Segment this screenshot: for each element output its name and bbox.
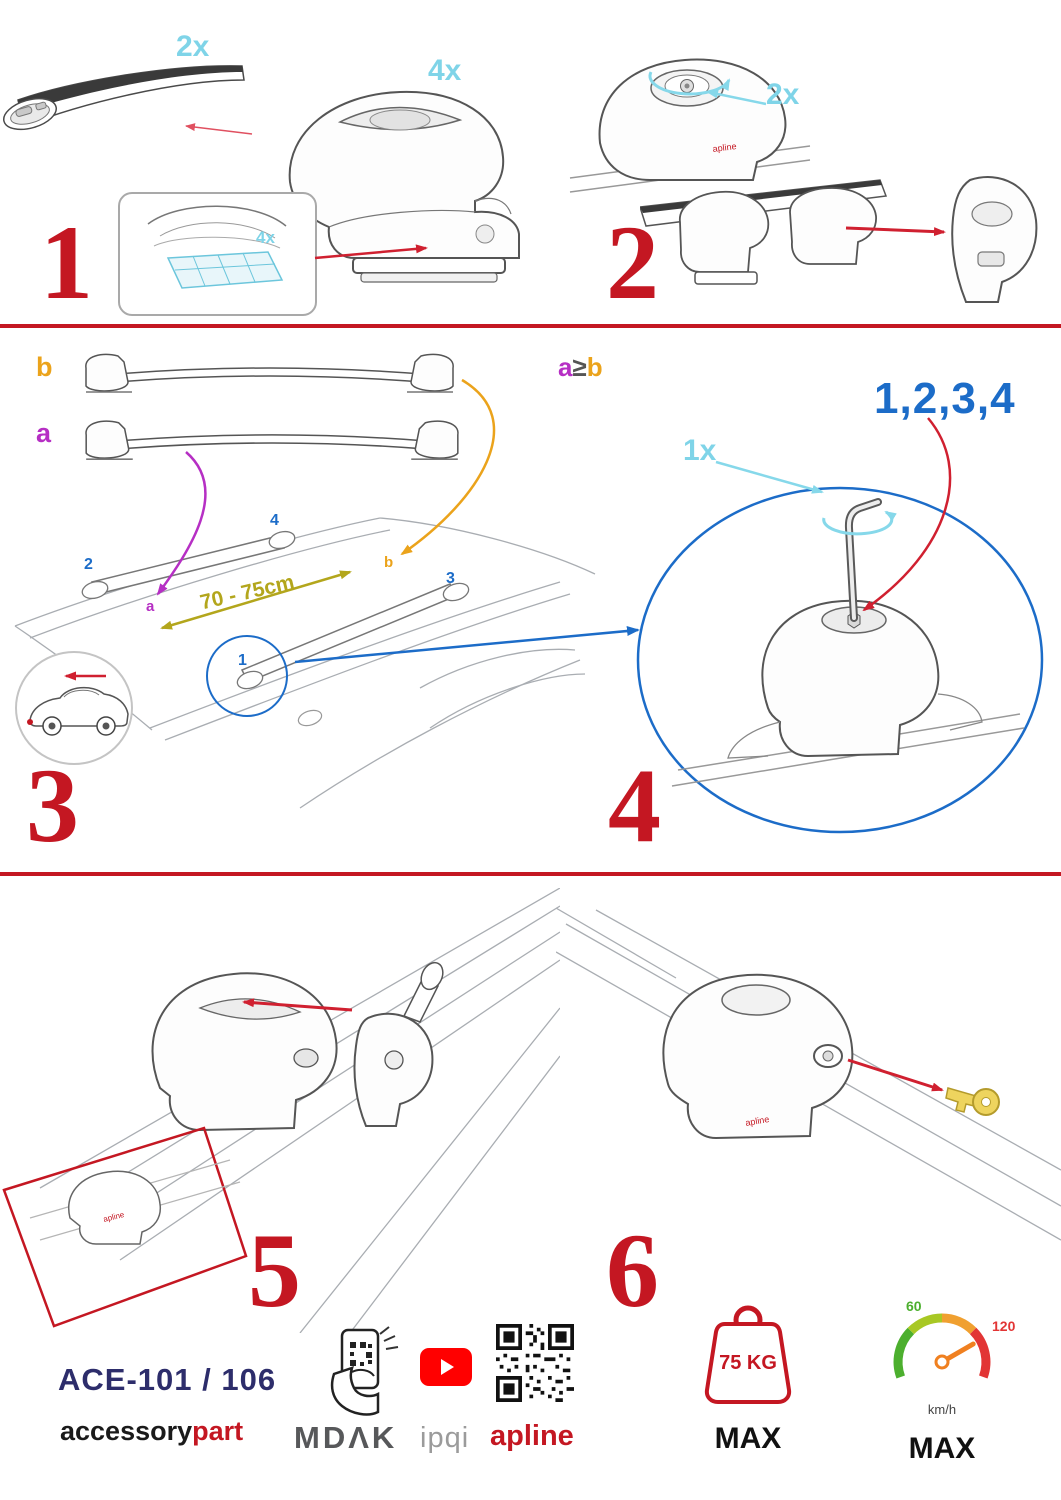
bar-b-label: b <box>36 352 53 382</box>
step-2-number: 2 <box>606 204 659 321</box>
roof-position-2: 2 <box>84 556 93 573</box>
max-weight-label: MAX <box>714 1422 782 1455</box>
pad-qty-label: 4x <box>256 228 275 247</box>
compare-a: a <box>558 352 573 382</box>
foot-clamp-illustration <box>288 90 520 283</box>
apline-logo: apline <box>490 1420 574 1452</box>
scan-phone-icon <box>330 1326 399 1416</box>
roof-position-1: 1 <box>238 652 247 669</box>
compare-label: a≥b <box>558 352 603 383</box>
foot-qty-label: 4x <box>428 54 462 87</box>
max-weight-icon <box>704 1305 792 1404</box>
roof-bar-b-label: b <box>384 554 394 571</box>
compare-gte: ≥ <box>572 352 587 382</box>
step-3-number: 3 <box>26 747 79 864</box>
section-divider-1 <box>0 324 1061 328</box>
speed-high-label: 120 <box>992 1318 1016 1334</box>
brand-label-foot: apline <box>712 141 737 154</box>
bar-a-label: a <box>36 418 52 448</box>
rubber-pad-illustration <box>147 205 287 289</box>
speedometer-icon <box>893 1313 991 1379</box>
crossbar-b-illustration <box>85 353 454 393</box>
speed-unit-label: km/h <box>927 1402 957 1417</box>
crossbar-qty-label: 2x <box>176 30 210 63</box>
model-number: ACE-101 / 106 <box>58 1362 277 1397</box>
row1-arrows <box>185 89 946 260</box>
step-4-number: 4 <box>608 747 661 864</box>
step-6-number: 6 <box>606 1212 659 1329</box>
endcap-insert-illustration <box>640 176 1038 303</box>
brand-label-foot-2: apline <box>745 1114 770 1128</box>
crossbar-end-illustration <box>3 65 245 131</box>
youtube-icon <box>420 1348 472 1386</box>
roof-bar-a-label: a <box>146 598 155 615</box>
car-roof-plan-illustration <box>14 517 596 809</box>
knob-qty-label: 2x <box>766 78 800 111</box>
roof-position-3: 3 <box>446 570 455 587</box>
rubber-pad-inset-box <box>118 192 317 316</box>
accessorypart-logo-red: part <box>192 1416 244 1446</box>
key-removal-illustration: apline <box>556 907 1061 1241</box>
mdak-logo: MDΛK <box>294 1420 398 1455</box>
section-divider-2 <box>0 872 1061 876</box>
crossbar-a-illustration <box>85 420 459 460</box>
roof-position-4: 4 <box>270 512 279 529</box>
row2-arrows <box>156 378 952 664</box>
accessorypart-logo-black: accessory <box>60 1416 193 1446</box>
qr-code-icon <box>496 1324 574 1402</box>
allen-key-zoom-illustration <box>636 486 1044 834</box>
speed-low-label: 60 <box>906 1298 922 1314</box>
max-weight-value: 75 KG <box>719 1352 777 1374</box>
ipqi-logo: ipqi <box>420 1422 470 1454</box>
accessorypart-logo: accessorypart <box>60 1416 243 1447</box>
compare-b: b <box>586 352 603 382</box>
foot-knob-illustration: apline <box>569 58 811 193</box>
max-speed-label: MAX <box>908 1432 976 1465</box>
step-1-number: 1 <box>40 204 93 321</box>
tighten-sequence-label: 1,2,3,4 <box>874 374 1016 423</box>
car-direction-inset <box>15 651 133 765</box>
allen-key-qty-label: 1x <box>683 434 717 467</box>
step-5-number: 5 <box>248 1212 301 1329</box>
lock-cover-illustration: apline <box>2 888 560 1333</box>
